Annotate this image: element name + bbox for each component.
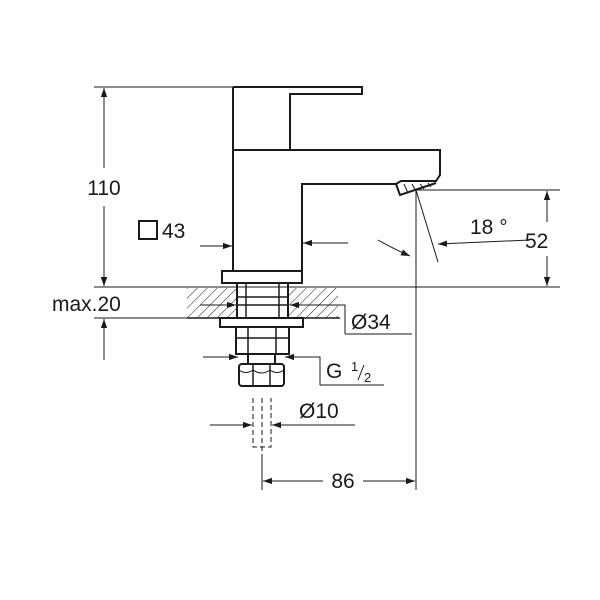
dimension-diameter-pipe-label: Ø10: [299, 400, 339, 423]
dimension-reach: 86: [263, 470, 415, 493]
dimension-reach-label: 86: [331, 470, 354, 493]
fixing-assembly: [219, 282, 304, 455]
dimension-spout-height: 52: [525, 191, 551, 286]
dimension-angle-label: 18 °: [470, 216, 508, 239]
extension-lines: [94, 86, 560, 490]
dimension-diameter-base: Ø34: [200, 301, 412, 335]
dimension-square: 43: [138, 220, 348, 250]
dimension-thread-numerator: 1: [351, 359, 358, 374]
faucet-body: [221, 86, 441, 284]
dimension-thread-denominator: 2: [364, 370, 371, 385]
dimension-angle: 18 °: [377, 189, 531, 263]
dimension-height: 110: [87, 88, 121, 286]
dimension-square-label: 43: [162, 220, 185, 243]
dimension-max-thickness: max.20: [52, 262, 121, 360]
dimension-diameter-base-label: Ø34: [351, 311, 391, 334]
dimension-thread-letter: G: [326, 360, 342, 383]
dimension-thread: G 1 2: [203, 353, 384, 386]
dimension-spout-height-label: 52: [525, 230, 548, 253]
dimension-diameter-pipe: Ø10: [210, 400, 355, 429]
square-symbol-icon: [138, 220, 158, 240]
dimension-max-thickness-label: max.20: [52, 293, 121, 316]
dimension-height-label: 110: [87, 177, 120, 200]
